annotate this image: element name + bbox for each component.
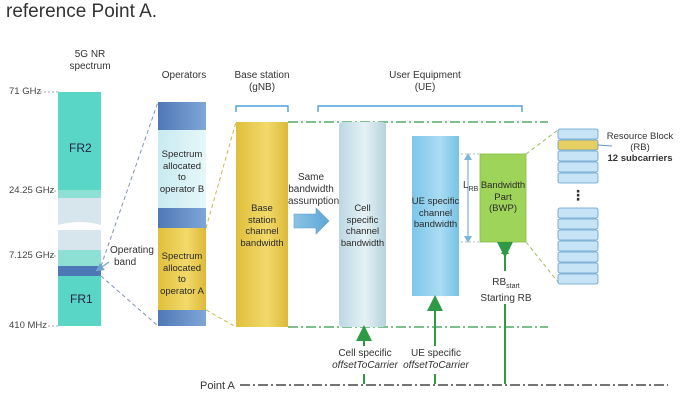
- spectrum-upper-band: [58, 190, 101, 198]
- base-station-header: Base station(gNB): [234, 70, 290, 93]
- fr1-block: [58, 276, 101, 326]
- highlighted-resource-block: [557, 139, 599, 151]
- cell-specific-bar: [339, 122, 386, 327]
- rb-stack-lower: [557, 207, 599, 285]
- freq-24ghz: 24.25 GHz: [9, 185, 55, 196]
- ue-specific-bar: [412, 136, 459, 296]
- same-bandwidth-arrow: [293, 207, 330, 235]
- lrb-label: LRB: [463, 180, 479, 193]
- freq-71ghz: 71 GHz: [9, 86, 42, 97]
- page-title: reference Point A.: [6, 1, 158, 22]
- rb-ellipsis: ⋮: [571, 187, 585, 203]
- spectrum-break: [58, 222, 101, 230]
- operators-column: [158, 102, 206, 326]
- connector-bwp-top: [525, 129, 559, 155]
- resource-block-pointer: [597, 144, 613, 147]
- spectrum-gap-upper: [58, 198, 101, 225]
- operator-mid-band: [158, 208, 206, 228]
- ue-header: User Equipment(UE): [389, 70, 461, 93]
- operator-top-band: [158, 102, 206, 130]
- spectrum-gap-lower: [58, 230, 101, 250]
- fr2-block: [58, 92, 101, 190]
- operator-a-block: [158, 228, 206, 310]
- bwp-block: [479, 153, 527, 243]
- operating-band-pointer: [95, 261, 110, 272]
- spectrum-column: [40, 91, 101, 327]
- operator-b-block: [158, 130, 206, 208]
- rb-stack-upper: [557, 128, 599, 184]
- base-station-bar: [236, 122, 288, 327]
- bs-header-bracket: [235, 105, 289, 112]
- connector-spectrum-top: [100, 101, 159, 267]
- operating-band-marker: [58, 266, 101, 276]
- freq-7ghz: 7.125 GHz: [9, 250, 55, 261]
- fr1-label: FR1: [70, 292, 93, 306]
- spectrum-lower-band: [58, 250, 101, 266]
- fr2-label: FR2: [69, 141, 92, 155]
- freq-410mhz: 410 MHz: [9, 320, 48, 331]
- connector-spectrum-bottom: [100, 275, 159, 327]
- resource-block-label: Resource Block(RB)12 subcarriers: [606, 131, 674, 164]
- operator-bottom-band: [158, 310, 206, 326]
- ue-header-bracket: [317, 105, 523, 112]
- rb-start-label: RBstart Starting RB: [480, 277, 532, 304]
- point-a-label: Point A: [200, 380, 235, 392]
- connector-op-a-bottom: [205, 309, 237, 328]
- operators-header: Operators: [161, 70, 207, 81]
- connector-op-a-top: [205, 121, 237, 229]
- connector-bwp-bottom: [525, 241, 559, 283]
